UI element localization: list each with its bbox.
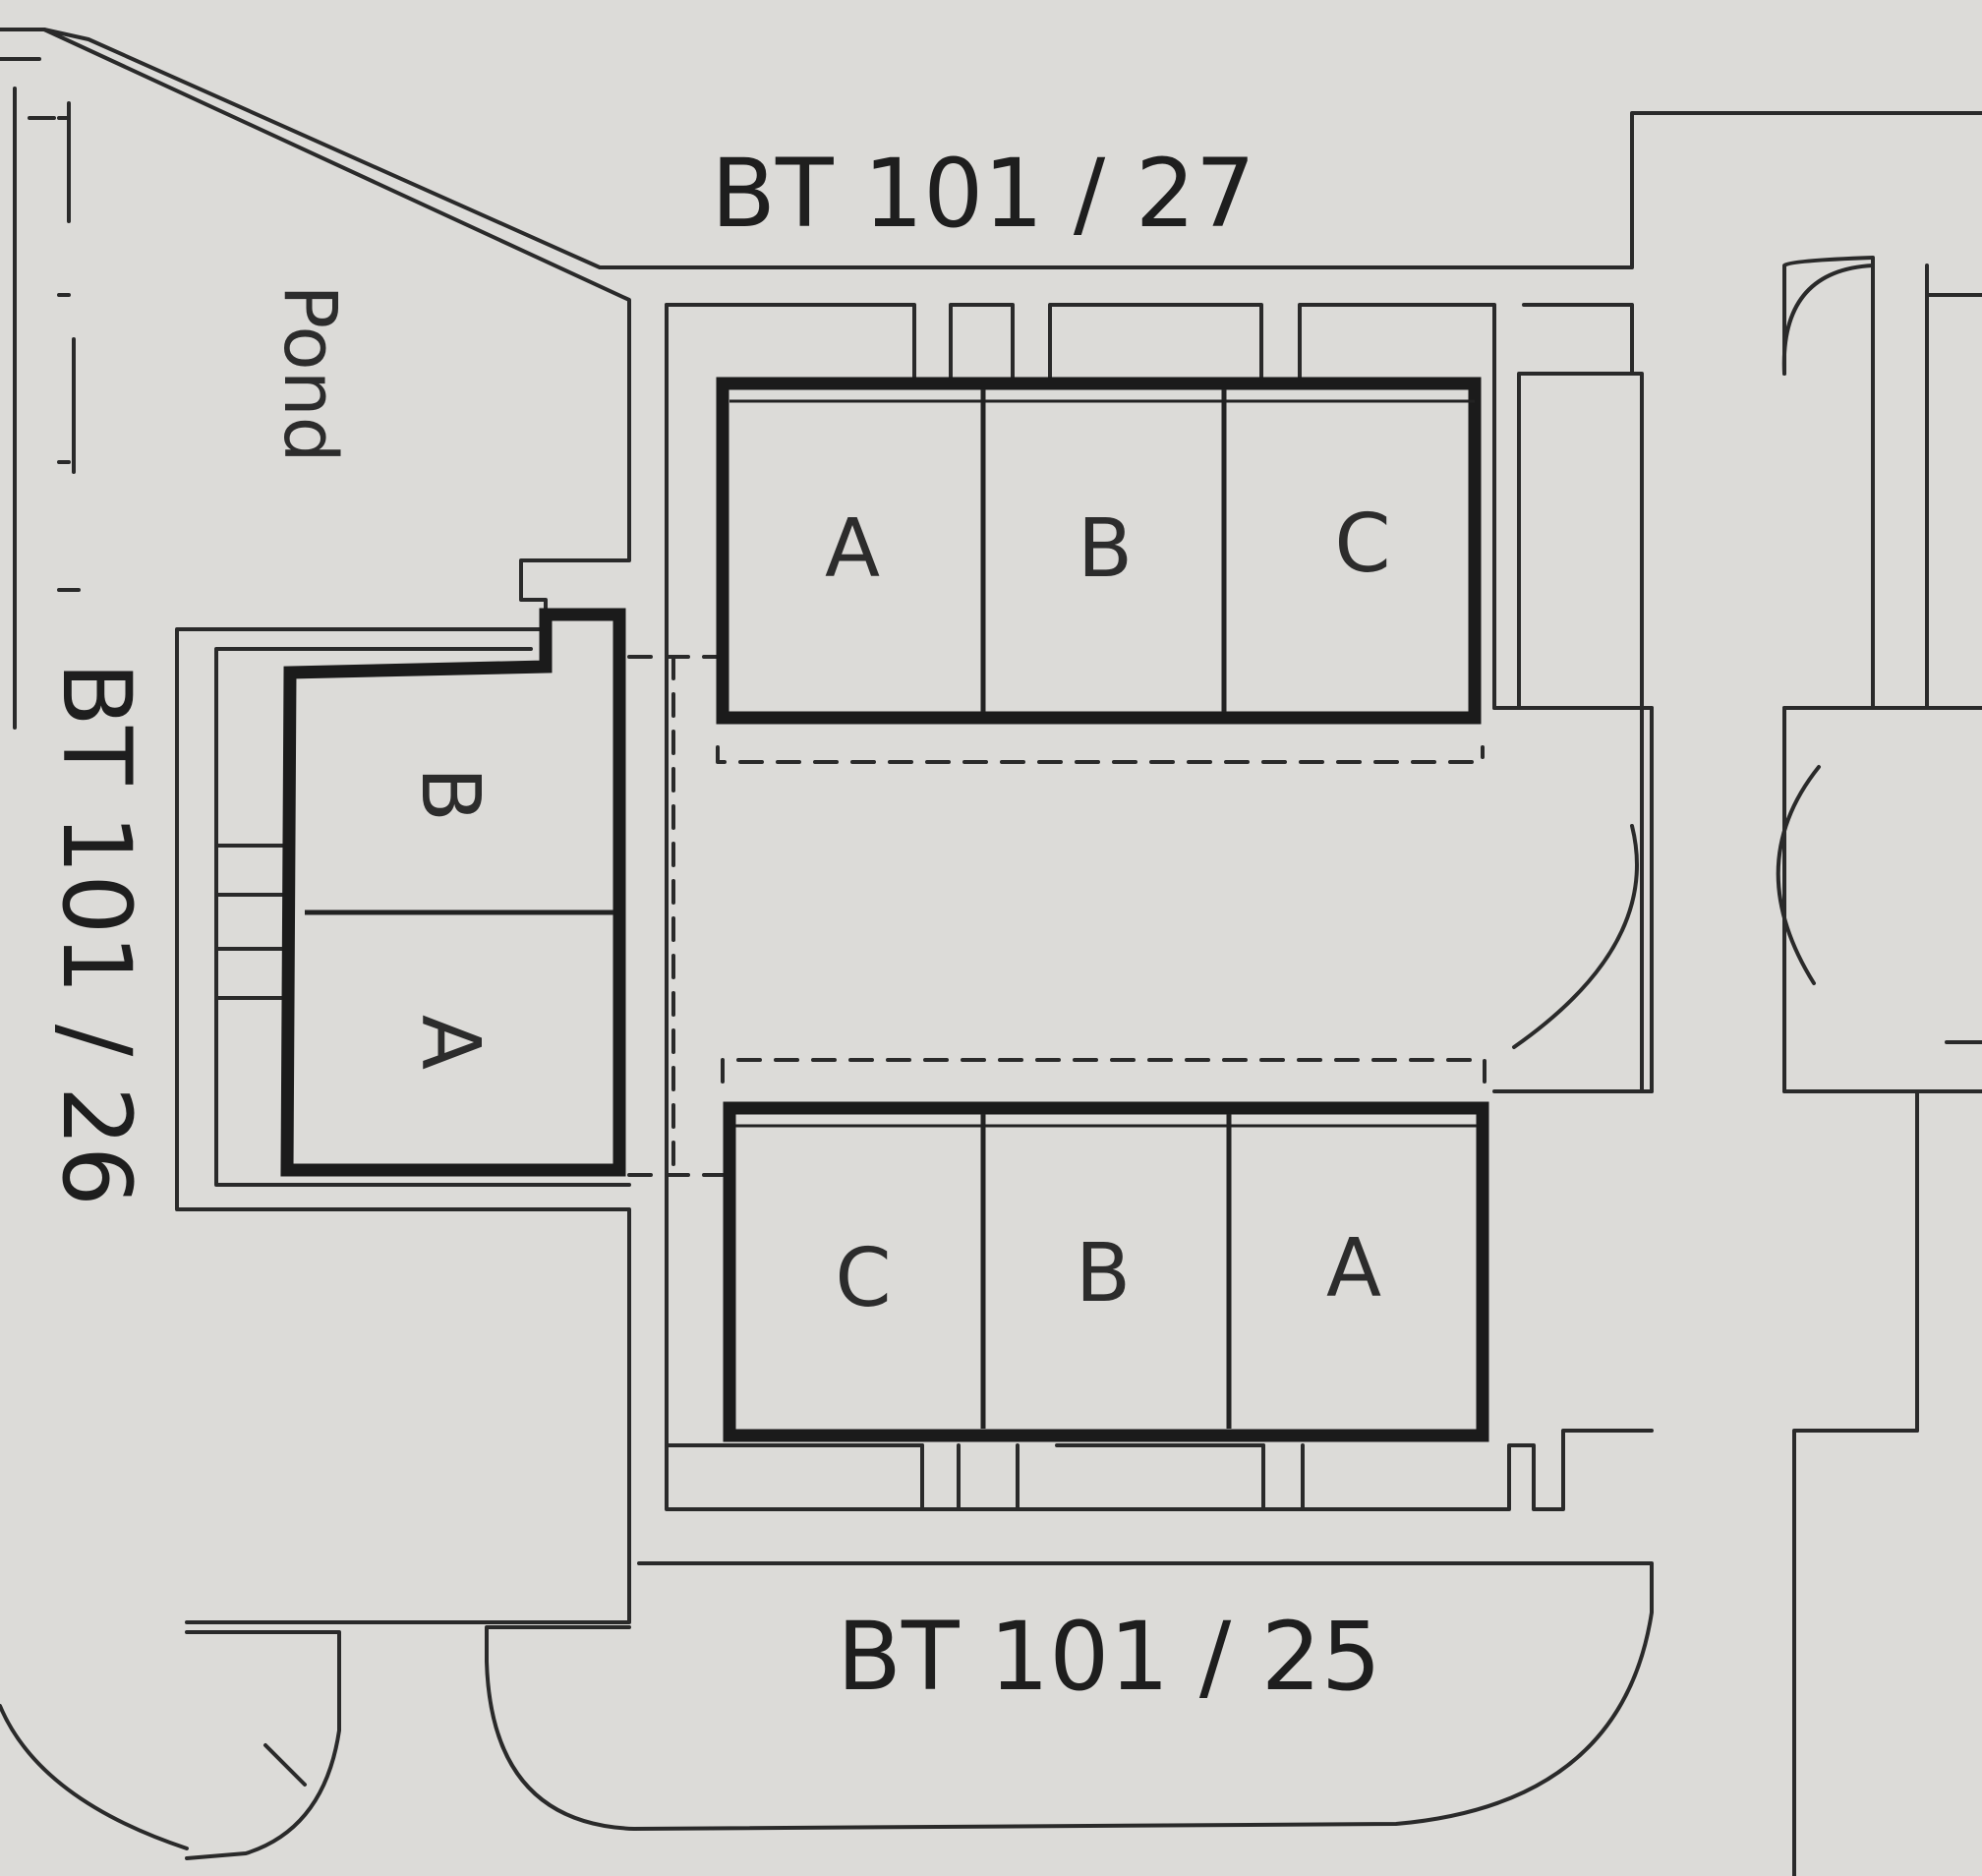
unit-label-west-1: B — [403, 767, 496, 822]
unit-divider — [980, 1114, 1232, 1429]
building-blocks — [280, 377, 1489, 1442]
compound-boundary — [665, 303, 1644, 1093]
compound-boundary — [1522, 303, 1634, 376]
compound-boundary — [214, 844, 287, 1000]
compound-boundary — [920, 1443, 1265, 1511]
plot-label-north: BT 101 / 27 — [711, 139, 1255, 249]
plot-label-south: BT 101 / 25 — [837, 1602, 1381, 1712]
south-block-outline — [723, 1101, 1489, 1442]
west-block-outline — [280, 608, 626, 1177]
unit-label-south-2: B — [1076, 1227, 1131, 1320]
gate-arc — [1512, 824, 1639, 1049]
building-outline — [1925, 264, 1982, 710]
dashed-path — [716, 745, 1485, 764]
compound-boundary — [214, 647, 631, 1187]
unit-label-north-2: B — [1078, 502, 1133, 596]
building-outline — [1792, 1429, 1919, 1876]
plot-label-west: BT 101 / 26 — [41, 662, 151, 1206]
pond-label: Pond — [267, 284, 352, 462]
road-edge — [0, 1704, 189, 1850]
road-edge — [42, 28, 1982, 269]
driveway-edge — [1650, 706, 1786, 1093]
road-edge — [185, 1630, 341, 1860]
road-edge — [485, 1561, 1654, 1831]
gate-arc — [1776, 765, 1821, 985]
dashed-path — [721, 1058, 1486, 1084]
labels: BT 101 / 27 BT 101 / 25 BT 101 / 26 Pond… — [41, 139, 1391, 1712]
unit-label-north-1: A — [825, 502, 880, 596]
building-outline — [1915, 1040, 1982, 1433]
north-block-outline — [716, 377, 1482, 725]
unit-divider — [729, 399, 1477, 1128]
unit-label-south-3: A — [1326, 1222, 1381, 1316]
unit-label-north-3: C — [1334, 498, 1390, 591]
building-outline — [1782, 256, 1875, 710]
unit-label-west-2: A — [403, 1015, 496, 1070]
compound-boundary — [665, 303, 1654, 1511]
unit-divider — [980, 389, 1227, 712]
unit-label-south-1: C — [835, 1232, 891, 1325]
building-outline — [1781, 264, 1875, 376]
fence — [13, 87, 81, 730]
linework — [0, 28, 1982, 1876]
compound-boundary — [665, 1443, 1305, 1511]
block-dividers — [305, 389, 1477, 1429]
road-edge — [0, 28, 631, 1624]
dashed-path — [627, 655, 725, 1177]
road-edge — [263, 1743, 307, 1787]
